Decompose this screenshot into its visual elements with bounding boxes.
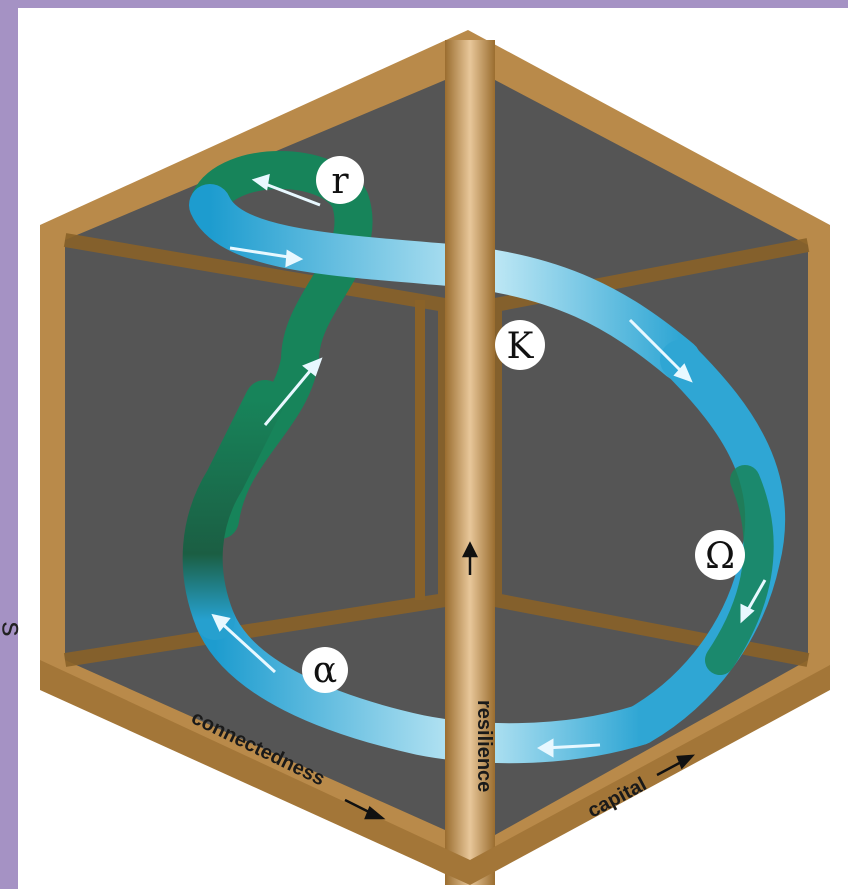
phase-label-alpha: α — [302, 647, 348, 693]
phase-label-r: r — [316, 156, 364, 204]
phase-label-K: K — [495, 320, 545, 370]
axis-label-resilience: resilience — [473, 700, 495, 792]
svg-text:r: r — [331, 161, 349, 202]
svg-text:Ω: Ω — [705, 536, 735, 577]
svg-text:K: K — [507, 326, 535, 367]
svg-text:α: α — [313, 650, 337, 691]
phase-label-omega: Ω — [695, 530, 745, 580]
